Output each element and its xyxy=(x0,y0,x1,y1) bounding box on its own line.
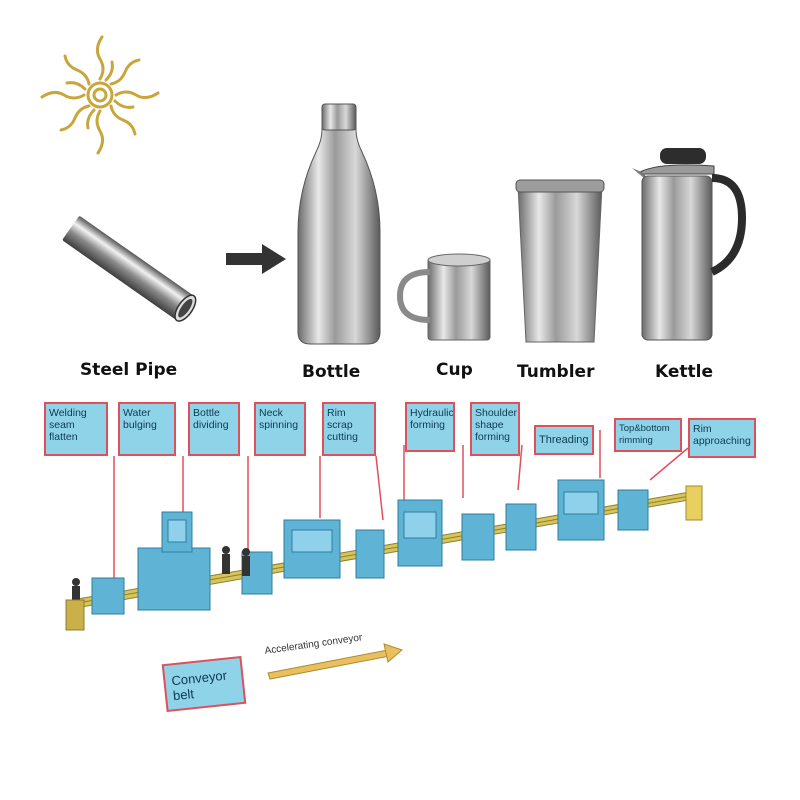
step-water-bulging: Water bulging xyxy=(118,402,176,456)
tumbler-image xyxy=(515,179,605,343)
accelerating-conveyor-arrow xyxy=(267,643,403,680)
bottle-label: Bottle xyxy=(302,362,361,382)
cup-label: Cup xyxy=(436,360,473,380)
cup-image xyxy=(396,253,491,341)
steel-pipe-image xyxy=(62,216,197,322)
step-threading: Threading xyxy=(534,425,594,455)
kettle-label: Kettle xyxy=(655,362,714,382)
step-hydraulic-forming: Hydraulic forming xyxy=(405,402,455,452)
step-welding-seam-flatten: Welding seam flatten xyxy=(44,402,108,456)
arrow-right-icon xyxy=(226,244,286,274)
step-neck-spinning: Neck spinning xyxy=(254,402,306,456)
conveyor-belt-label: Conveyor belt xyxy=(161,655,247,713)
step-shoulder-shape-forming: Shoulder shape forming xyxy=(470,402,520,456)
step-bottle-dividing: Bottle dividing xyxy=(188,402,240,456)
step-rim-approaching: Rim approaching xyxy=(688,418,756,458)
step-top-bottom-rimming: Top&bottom rimming xyxy=(614,418,682,452)
kettle-image xyxy=(632,148,747,341)
bottle-image xyxy=(297,103,381,345)
steel-pipe-label: Steel Pipe xyxy=(80,360,178,380)
step-rim-scrap-cutting: Rim scrap cutting xyxy=(322,402,376,456)
tumbler-label: Tumbler xyxy=(517,362,595,382)
